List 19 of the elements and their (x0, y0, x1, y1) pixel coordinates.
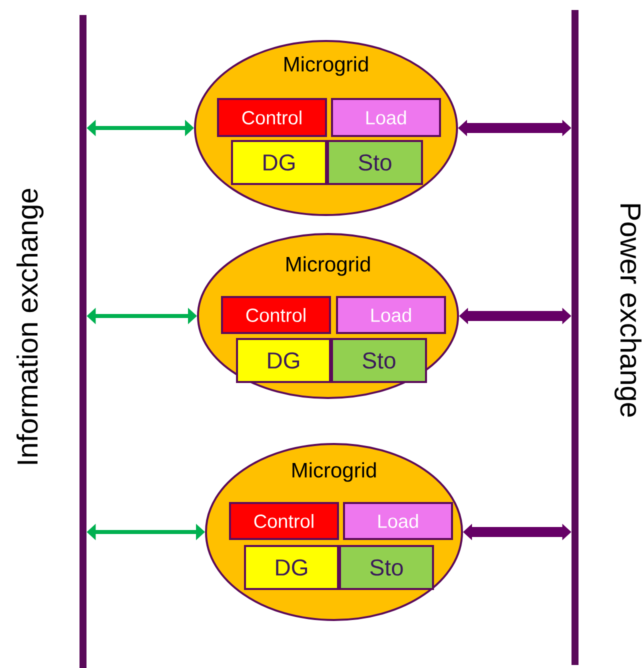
component-box: Control (221, 296, 331, 334)
component-box: Load (343, 502, 453, 540)
component-box: Control (217, 98, 327, 137)
component-box: DG (236, 338, 331, 383)
component-box: DG (231, 140, 327, 185)
component-box: Load (336, 296, 446, 334)
ellipse-title: Microgrid (292, 462, 376, 482)
ellipse-title: Microgrid (286, 256, 370, 276)
component-box: DG (244, 545, 339, 590)
component-box: Sto (327, 140, 423, 185)
component-box: Sto (339, 545, 434, 590)
vertical-bar (572, 10, 579, 665)
vertical-bar (80, 15, 86, 668)
component-box: Load (331, 98, 441, 137)
side-label: Power exchange (614, 204, 642, 417)
component-box: Sto (331, 338, 427, 383)
ellipse-title: Microgrid (284, 56, 368, 76)
side-label: Information exchange (16, 188, 44, 464)
component-box: Control (229, 502, 339, 540)
